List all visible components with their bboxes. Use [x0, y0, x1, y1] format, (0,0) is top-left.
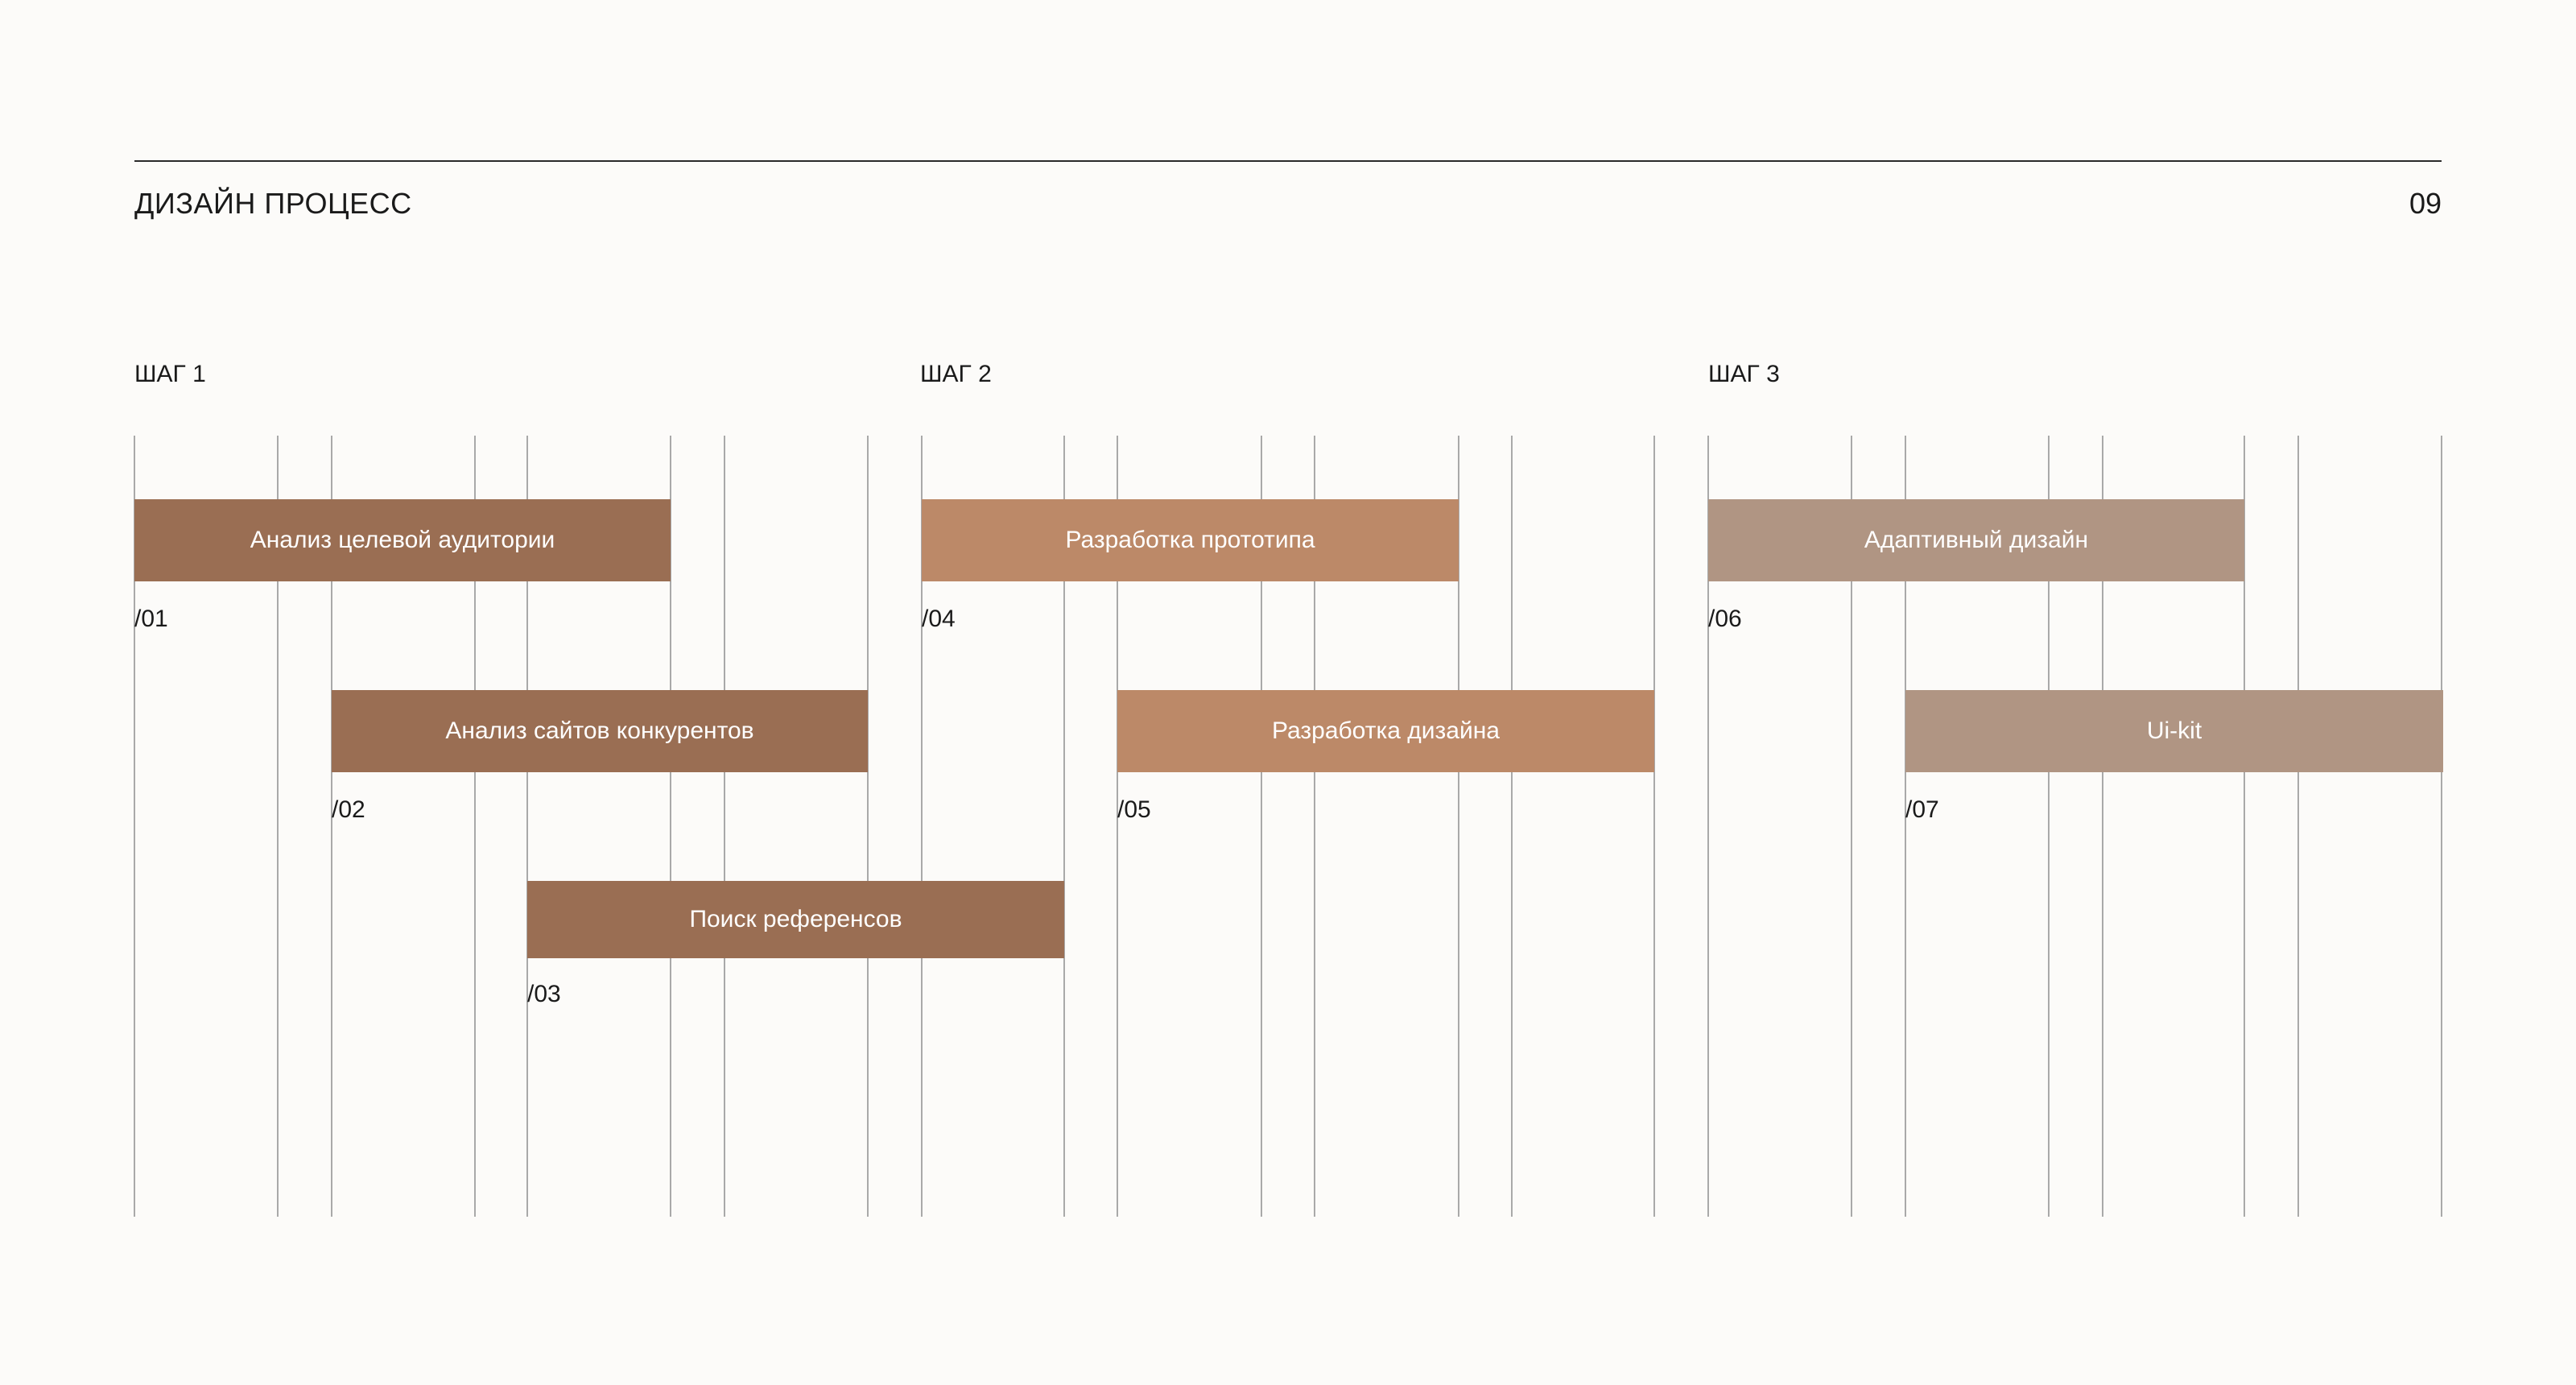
- grid-line: [134, 436, 135, 1217]
- task-bar-04: Разработка прототипа: [922, 499, 1459, 581]
- task-number-06: /06: [1708, 606, 1742, 632]
- task-label: Поиск референсов: [689, 906, 902, 932]
- step-label-3: ШАГ 3: [1708, 361, 1780, 387]
- task-label: Разработка дизайна: [1272, 717, 1500, 744]
- grid-line: [1707, 436, 1709, 1217]
- page-number: 09: [2409, 187, 2442, 220]
- grid-line: [1653, 436, 1655, 1217]
- task-number-01: /01: [134, 606, 168, 632]
- grid-line: [1314, 436, 1315, 1217]
- step-label-2: ШАГ 2: [920, 361, 992, 387]
- grid-line: [277, 436, 279, 1217]
- grid-line: [1851, 436, 1852, 1217]
- grid-line: [331, 436, 332, 1217]
- task-number-04: /04: [922, 606, 956, 632]
- grid-line: [867, 436, 869, 1217]
- step-label-1: ШАГ 1: [134, 361, 206, 387]
- grid-line: [1261, 436, 1262, 1217]
- grid-line: [1511, 436, 1513, 1217]
- task-bar-03: Поиск референсов: [527, 881, 1064, 958]
- task-number-07: /07: [1905, 796, 1939, 823]
- task-number-03: /03: [527, 981, 561, 1007]
- grid-line: [1458, 436, 1459, 1217]
- task-label: Анализ целевой аудитории: [250, 527, 555, 553]
- task-number-02: /02: [332, 796, 365, 823]
- task-label: Ui-kit: [2146, 717, 2202, 744]
- task-bar-01: Анализ целевой аудитории: [134, 499, 671, 581]
- grid-line: [670, 436, 671, 1217]
- grid-line: [2102, 436, 2103, 1217]
- task-bar-06: Адаптивный дизайн: [1708, 499, 2244, 581]
- header-divider: [134, 160, 2442, 162]
- grid-line: [526, 436, 528, 1217]
- grid-line: [1117, 436, 1118, 1217]
- grid-line: [2297, 436, 2299, 1217]
- grid-line: [474, 436, 476, 1217]
- grid-line: [1063, 436, 1065, 1217]
- task-label: Разработка прототипа: [1065, 527, 1315, 553]
- grid-line: [2244, 436, 2245, 1217]
- task-bar-02: Анализ сайтов конкурентов: [332, 690, 868, 772]
- task-label: Адаптивный дизайн: [1864, 527, 2089, 553]
- grid-line: [2441, 436, 2442, 1217]
- task-label: Анализ сайтов конкурентов: [445, 717, 754, 744]
- task-bar-05: Разработка дизайна: [1117, 690, 1654, 772]
- task-number-05: /05: [1117, 796, 1151, 823]
- page-title: ДИЗАЙН ПРОЦЕСС: [134, 187, 412, 220]
- grid-line: [724, 436, 725, 1217]
- grid-line: [1905, 436, 1906, 1217]
- task-bar-07: Ui-kit: [1905, 690, 2443, 772]
- grid-line: [921, 436, 923, 1217]
- grid-line: [2048, 436, 2050, 1217]
